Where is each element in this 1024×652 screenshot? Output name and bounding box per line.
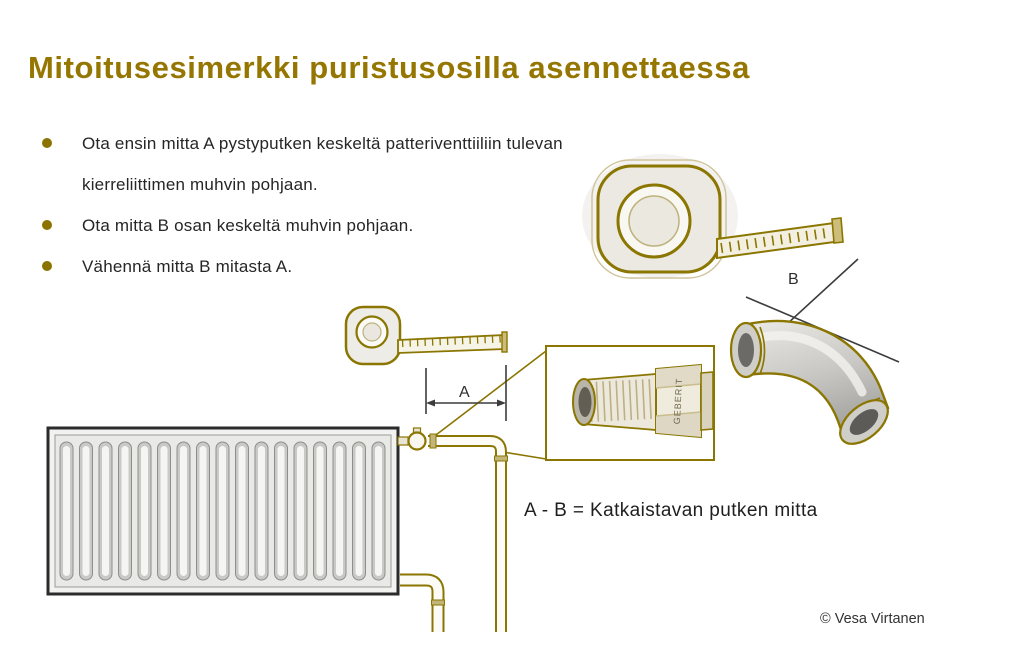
radiator-illustration (46, 426, 400, 596)
bullet-text: Vähennä mitta B mitasta A. (82, 257, 293, 276)
socket-band (759, 326, 766, 375)
list-item: Ota mitta B osan keskeltä muhvin pohjaan… (40, 205, 760, 246)
press-collar (494, 455, 508, 462)
dimension-a: A (425, 365, 507, 421)
press-collar (431, 599, 445, 606)
bullet-list: Ota ensin mitta A pystyputken keskeltä p… (40, 123, 760, 287)
hex-facet-line (655, 411, 702, 417)
dimension-a-label: A (459, 384, 470, 401)
tape-blade (397, 334, 506, 354)
detail-box: GEBERIT (545, 345, 715, 461)
tape-measure-large (582, 154, 844, 279)
adapter-bore (578, 387, 592, 417)
bullet-text: Ota ensin mitta A pystyputken keskeltä p… (82, 134, 563, 153)
elbow-highlight (752, 331, 867, 397)
elbow-fitting-illustration (729, 319, 890, 445)
callout-lines (431, 350, 547, 460)
elbow-body (742, 319, 890, 440)
return-pipe (400, 575, 443, 632)
hex-facet (656, 365, 701, 388)
list-item: Vähennä mitta B mitasta A. (40, 246, 760, 287)
copyright-text: © Vesa Virtanen (820, 611, 925, 627)
list-item: Ota ensin mitta A pystyputken keskeltä p… (40, 123, 760, 205)
tape-ticks (720, 227, 831, 253)
elbow-right-socket (839, 399, 889, 445)
dimension-b-label: B (788, 271, 799, 288)
hex-facet (656, 412, 701, 437)
tape-reel-hub (628, 195, 680, 247)
formula-text: A - B = Katkaistavan putken mitta (524, 500, 818, 521)
radiator-pipes (397, 427, 508, 632)
bullet-icon (42, 138, 52, 148)
press-collar (429, 433, 437, 449)
arrowhead-left (426, 399, 435, 407)
arrowhead-right (497, 399, 506, 407)
bullet-text: kierreliittimen muhvin pohjaan. (82, 175, 318, 194)
radiator-slats (59, 441, 386, 581)
tape-reel-hub (362, 322, 382, 342)
riser-pipe (428, 437, 505, 632)
page-title: Mitoitusesimerkki puristusosilla asennet… (28, 50, 750, 85)
hex-facet-line (655, 383, 702, 389)
tape-hook (501, 331, 508, 353)
bullet-icon (42, 220, 52, 230)
return-pipe-outline (400, 573, 445, 632)
bullet-icon (42, 261, 52, 271)
tape-hook (831, 217, 844, 244)
tape-measure-small (344, 305, 508, 366)
sketch-outline (591, 159, 727, 279)
tape-ticks (401, 334, 503, 347)
adapter-press-end (700, 371, 714, 431)
press-adapter-illustration: GEBERIT (572, 363, 714, 439)
radiator-valve (397, 427, 427, 451)
elbow-left-bore (738, 333, 754, 367)
fitting-brand-label: GEBERIT (672, 378, 684, 425)
bullet-text: Ota mitta B osan keskeltä muhvin pohjaan… (82, 216, 414, 235)
